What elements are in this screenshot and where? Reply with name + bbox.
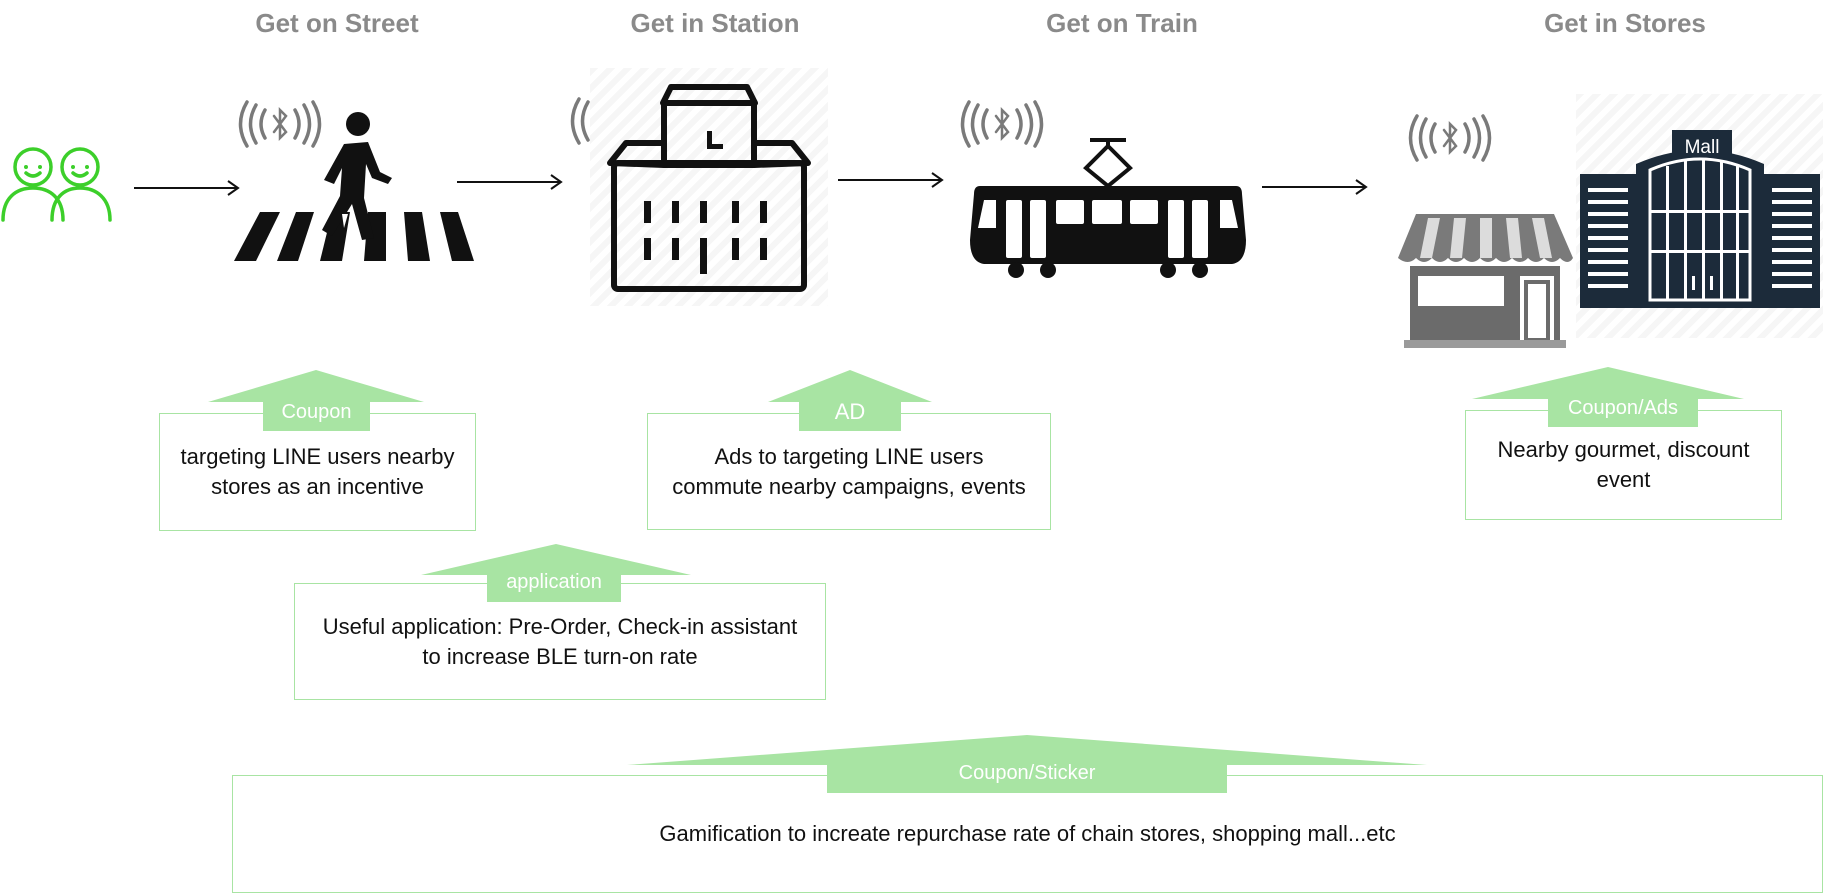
- street-callout-line: targeting LINE users nearby: [180, 444, 455, 469]
- storefront-icon: [1398, 214, 1573, 348]
- mall-icon: [1580, 130, 1820, 308]
- station-backdrop: [590, 68, 828, 306]
- street-callout-line: stores as an incentive: [211, 474, 424, 499]
- stage-title-train: Get on Train: [1046, 8, 1198, 38]
- application-callout-box: Useful application: Pre-Order, Check-in …: [294, 583, 826, 700]
- users-icon: [1, 147, 112, 222]
- arrow-right-icon: [457, 174, 563, 190]
- stage-title-stores: Get in Stores: [1544, 8, 1706, 38]
- station-callout-line: Ads to targeting LINE users: [714, 443, 984, 469]
- stage-title-station: Get in Station: [630, 8, 800, 38]
- gamification-callout-line: Gamification to increate repurchase rate…: [659, 821, 1396, 846]
- tram-icon: [970, 138, 1246, 278]
- station-callout-line: commute nearby campaigns, events: [672, 473, 1026, 499]
- application-callout-line: Useful application: Pre-Order, Check-in …: [322, 613, 798, 639]
- station-callout-tag: AD: [799, 393, 901, 431]
- station-building-icon: [607, 84, 811, 292]
- stage-title-street: Get on Street: [255, 8, 419, 38]
- gamification-callout-tag: Coupon/Sticker: [827, 753, 1227, 793]
- street-callout-tag: Coupon: [263, 393, 370, 431]
- application-callout-tag: application: [487, 563, 621, 602]
- station-callout-box: Ads to targeting LINE users commute near…: [647, 413, 1051, 530]
- ble-beacon-icon: [960, 100, 1044, 148]
- gamification-callout-box: Gamification to increate repurchase rate…: [232, 775, 1823, 893]
- stores-callout-line: Nearby gourmet, discount: [1497, 437, 1750, 462]
- arrow-right-icon: [1262, 179, 1368, 195]
- arrow-right-icon: [134, 180, 240, 196]
- ble-beacon-icon: [238, 100, 322, 148]
- pedestrian-crossing-icon: [234, 112, 474, 261]
- application-callout-line: to increase BLE turn-on rate: [422, 643, 698, 669]
- ble-beacon-icon: [1408, 114, 1492, 162]
- street-callout-box: targeting LINE users nearby stores as an…: [159, 413, 476, 531]
- arrow-right-icon: [838, 172, 944, 188]
- stores-callout-line: event: [1596, 467, 1651, 492]
- stores-callout-tag: Coupon/Ads: [1548, 389, 1698, 427]
- stores-callout-box: Nearby gourmet, discount event: [1465, 410, 1782, 520]
- mall-label: Mall: [1684, 137, 1720, 158]
